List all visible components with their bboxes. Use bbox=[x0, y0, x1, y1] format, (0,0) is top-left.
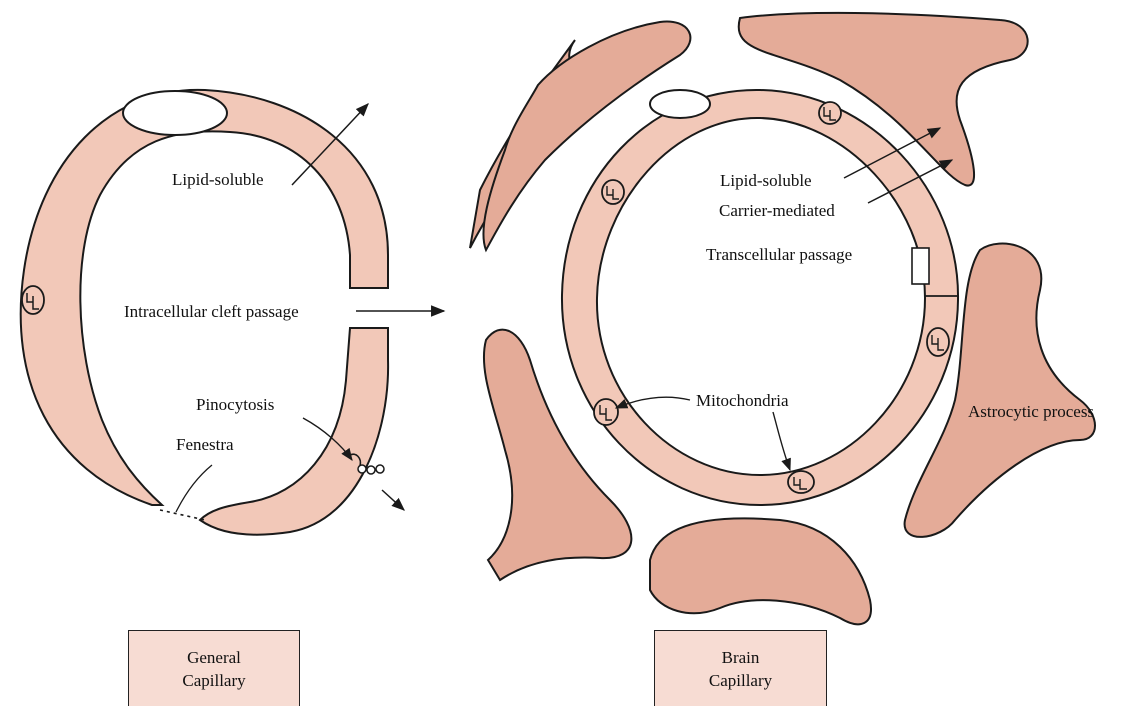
general-lower-wall bbox=[198, 327, 390, 536]
general-endothelial-wall bbox=[19, 88, 389, 506]
astrocyte-process-top-right bbox=[737, 11, 1029, 187]
general-mitochondrion bbox=[21, 285, 45, 315]
pinocytotic-vesicles bbox=[357, 464, 385, 475]
mitochondria-pointer-left bbox=[614, 396, 691, 409]
astrocyte-process-right bbox=[903, 242, 1096, 538]
transcellular-label: Transcellular passage bbox=[706, 245, 852, 264]
general-capillary: Lipid-soluble Intracellular cleft passag… bbox=[19, 88, 446, 536]
general-cell-nucleus-space bbox=[122, 90, 228, 136]
transcellular-carrier bbox=[911, 247, 930, 285]
brain-mitochondrion-5 bbox=[787, 470, 815, 494]
fenestra-pointer bbox=[175, 464, 213, 513]
brain-caption-line-2: Capillary bbox=[708, 670, 773, 690]
astrocyte-process-bottom bbox=[649, 517, 872, 626]
astrocyte-process-top-left-main bbox=[482, 20, 692, 253]
brain-cell-nucleus-space bbox=[649, 89, 711, 119]
brain-mitochondrion-4 bbox=[593, 398, 619, 426]
brain-capillary-caption: Brain Capillary bbox=[654, 630, 827, 706]
pinocytosis-arrow bbox=[302, 417, 353, 462]
mitochondria-label: Mitochondria bbox=[696, 391, 789, 410]
brain-mitochondrion-1 bbox=[818, 101, 842, 125]
lipid-soluble-arrow-brain bbox=[843, 127, 942, 179]
general-caption-line-1: General bbox=[187, 647, 241, 667]
carrier-mediated-arrow bbox=[867, 159, 954, 204]
fenestra-gap bbox=[159, 509, 206, 521]
brain-endothelial-ring bbox=[560, 88, 960, 507]
lipid-soluble-label-brain: Lipid-soluble bbox=[720, 171, 812, 190]
mitochondria-pointer-down bbox=[772, 411, 791, 472]
pinocytosis-label: Pinocytosis bbox=[196, 395, 274, 414]
lipid-soluble-arrow-general bbox=[291, 103, 369, 186]
astrocyte-process-left bbox=[482, 328, 633, 582]
vesicle-exit-arrow bbox=[381, 489, 405, 511]
brain-capillary: Lipid-soluble Carrier-mediated Transcell… bbox=[469, 11, 1096, 626]
fenestra-label: Fenestra bbox=[176, 435, 234, 454]
general-capillary-caption: General Capillary bbox=[128, 630, 300, 706]
lipid-soluble-label-general: Lipid-soluble bbox=[172, 170, 264, 189]
astrocytic-process-label: Astrocytic process bbox=[968, 402, 1094, 421]
carrier-mediated-label: Carrier-mediated bbox=[719, 201, 835, 220]
intracellular-cleft-label: Intracellular cleft passage bbox=[124, 302, 299, 321]
brain-caption-line-1: Brain bbox=[721, 647, 760, 667]
general-caption-line-2: Capillary bbox=[182, 670, 246, 690]
brain-mitochondrion-2 bbox=[601, 179, 625, 205]
brain-mitochondrion-3 bbox=[926, 327, 950, 357]
